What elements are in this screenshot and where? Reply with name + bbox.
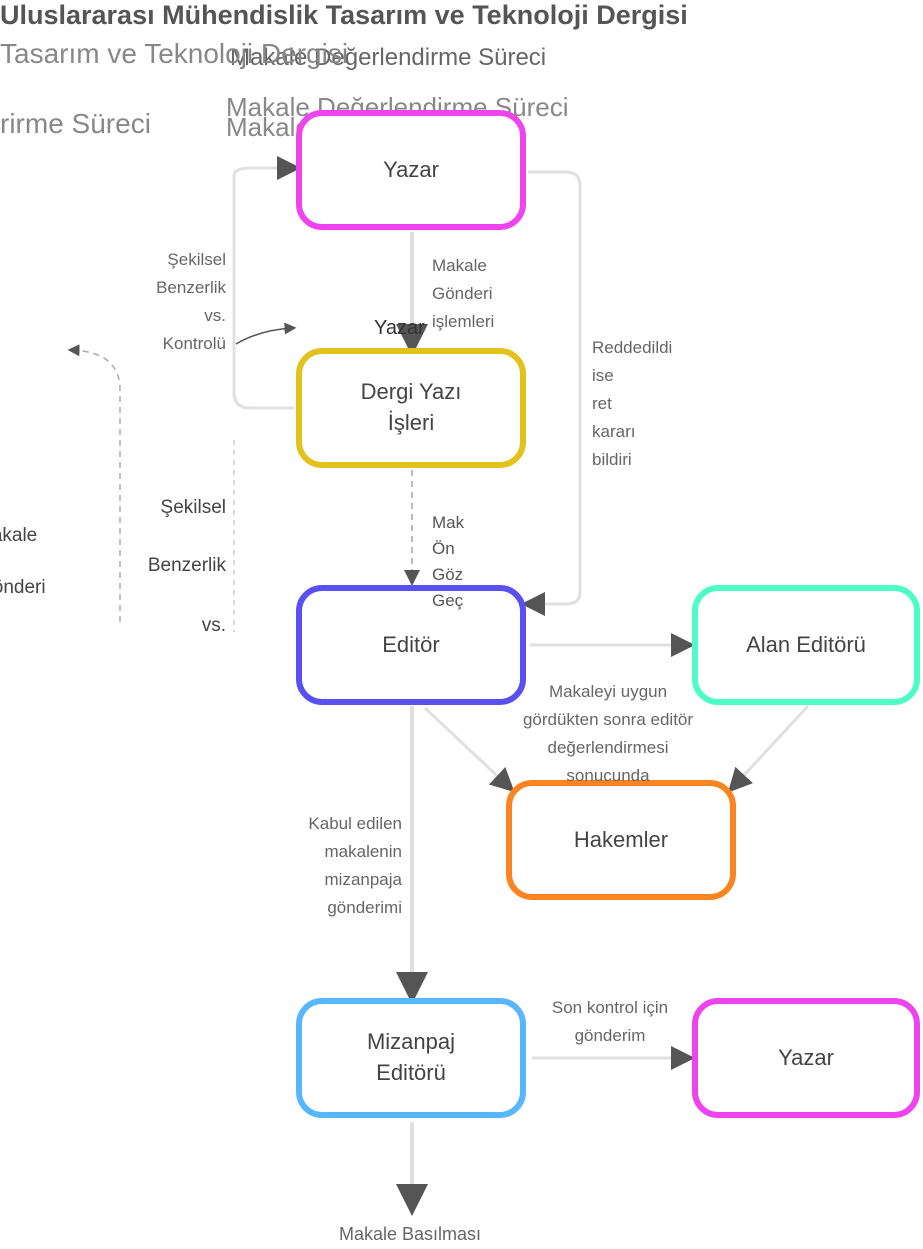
node-yazar-top: Yazar (296, 110, 526, 230)
label-submit: Makale Gönderi işlemleri (432, 256, 495, 331)
label-to-editor: Makale Ön Gözden Geçirme (432, 513, 464, 610)
label-reject-3: kararı (592, 422, 636, 441)
diagram-subtitle: Makale Değerlendirme Süreci (230, 44, 547, 71)
diagram-title: Uluslararası Mühendislik Tasarım ve Tekn… (0, 0, 688, 30)
ghost-sekilsel: Şekilsel (160, 497, 226, 518)
edge-reject-loop (521, 170, 582, 616)
label-reject-1: ise (592, 366, 614, 385)
node-editor-label: Editör (382, 631, 440, 657)
node-alan-editoru: Alan Editörü (692, 585, 920, 705)
label-check-1: Benzerlik (156, 278, 226, 297)
label-accepted: Kabul edilen makalenin mizanpaja gönderi… (308, 814, 402, 917)
label-proof: Son kontrol için gönderim (551, 998, 669, 1045)
node-alan-editoru-label: Alan Editörü (746, 631, 866, 657)
node-yazar-top-label: Yazar (383, 156, 439, 182)
label-yazar-small: Yazar (374, 317, 425, 339)
node-mizanpaj-label: Mizanpaj Editörü (366, 1029, 456, 1085)
label-reject-2: ret (592, 394, 612, 413)
label-reject-4: bildiri (592, 450, 632, 469)
node-sekreterya: Dergi Yazı İşleri (296, 348, 526, 468)
label-check-3: Kontrolü (162, 334, 226, 353)
edge-editor-hakemler (423, 706, 515, 793)
node-hakemler-label: Hakemler (573, 826, 669, 852)
title-ghost-4: rirme Süreci (0, 108, 151, 139)
label-check-0: Şekilsel (167, 250, 226, 269)
ghost-gonderi: Gönderi (0, 577, 46, 598)
node-editor: Editör (296, 585, 526, 705)
label-reject-0: Reddedildi (592, 338, 673, 357)
edge-ghost-left (67, 344, 121, 622)
label-check-2: vs. (204, 306, 226, 325)
edge-yazar-small-arrow (235, 322, 297, 345)
node-sekreterya-label: Dergi Yazı İşleri (360, 379, 462, 435)
ghost-vs: vs. (201, 615, 226, 636)
node-hakemler: Hakemler (506, 780, 736, 900)
ghost-benzerlik: Benzerlik (147, 555, 226, 576)
node-yazar-bottom-label: Yazar (778, 1044, 834, 1070)
node-mizanpaj: Mizanpaj Editörü (296, 998, 526, 1118)
title-ghost-1: Tasarım ve Teknoloji Dergisi (0, 38, 349, 69)
edge-kontrol-loop (232, 156, 301, 410)
label-assign: Makaleyi uygun gördükten sonra editör de… (522, 682, 694, 785)
node-yazar-bottom: Yazar (692, 998, 920, 1118)
end-label: Makale Basılması (338, 1224, 482, 1244)
ghost-makale: Makale (0, 525, 38, 546)
edge-alan-editoru-hakemler (727, 704, 810, 793)
